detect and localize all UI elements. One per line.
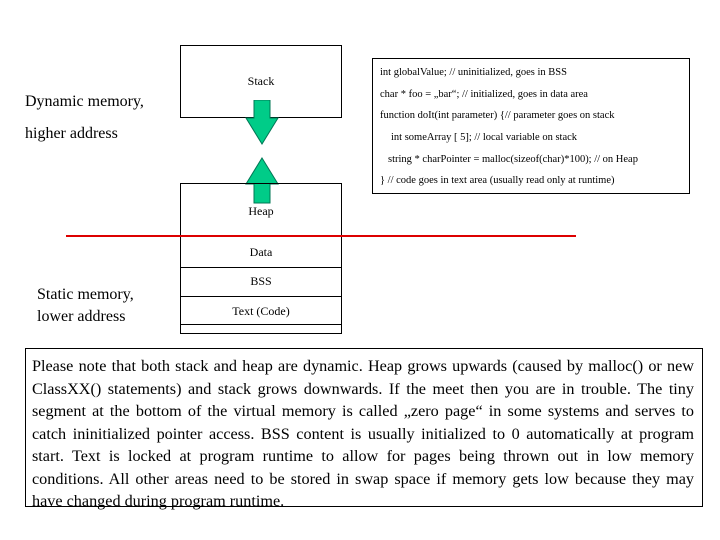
- data-label: Data: [249, 245, 273, 259]
- static-label-line1: Static memory,: [37, 286, 134, 303]
- explanatory-note-box: Please note that both stack and heap are…: [25, 348, 703, 510]
- heap-label: Heap: [248, 204, 274, 218]
- code-line-5: string * charPointer = malloc(sizeof(cha…: [388, 154, 638, 165]
- code-example-box: int globalValue; // uninitialized, goes …: [372, 58, 690, 194]
- bss-label: BSS: [250, 274, 272, 288]
- code-line-2: char * foo = „bar“; // initialized, goes…: [380, 89, 588, 100]
- text-segment: Text (Code): [180, 297, 342, 325]
- static-memory-label: Static memory, lower address: [37, 284, 134, 328]
- note-text: Please note that both stack and heap are…: [32, 357, 694, 510]
- higher-address-label: higher address: [25, 123, 118, 145]
- code-line-4: int someArray [ 5]; // local variable on…: [391, 132, 578, 143]
- code-line-1: int globalValue; // uninitialized, goes …: [380, 67, 567, 78]
- text-code-label: Text (Code): [232, 304, 290, 318]
- dynamic-label-line2: higher address: [25, 125, 118, 142]
- static-label-line2: lower address: [37, 308, 126, 325]
- zero-page-segment: [180, 325, 342, 334]
- dynamic-label-line1: Dynamic memory,: [25, 93, 144, 110]
- dynamic-static-divider: [66, 235, 576, 237]
- dynamic-memory-label: Dynamic memory,: [25, 91, 144, 113]
- data-segment: Data: [180, 237, 342, 268]
- heap-segment: Heap: [180, 183, 342, 237]
- heap-grows-up-arrow: [245, 157, 279, 204]
- growth-arrows: [245, 100, 279, 204]
- code-line-3: function doIt(int parameter) {// paramet…: [380, 110, 615, 121]
- stack-label: Stack: [247, 74, 275, 88]
- stack-grows-down-arrow: [245, 100, 279, 145]
- code-line-6: } // code goes in text area (usually rea…: [380, 175, 615, 186]
- bss-segment: BSS: [180, 268, 342, 297]
